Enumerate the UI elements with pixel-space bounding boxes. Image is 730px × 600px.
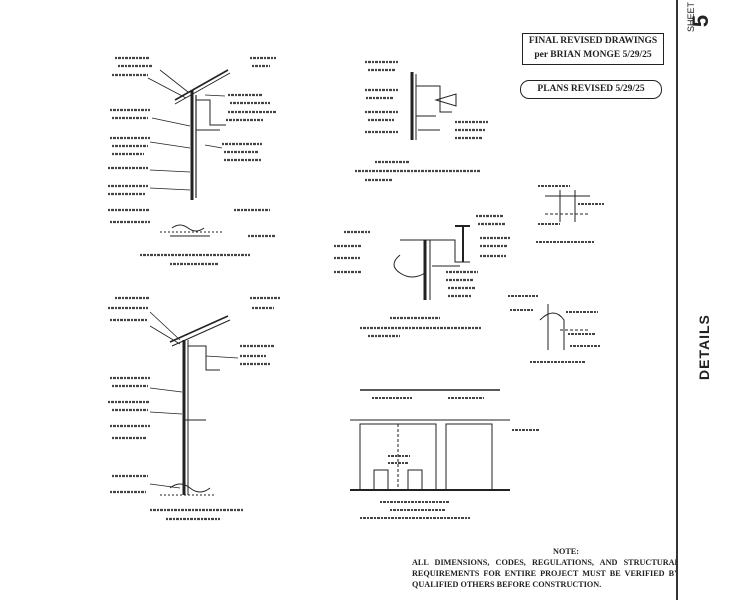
detail-right-small-text-marks <box>536 185 604 243</box>
detail-lower-middle-text-marks <box>360 397 540 519</box>
note-title: NOTE: <box>553 547 579 556</box>
detail-upper-middle-text-marks <box>355 60 488 182</box>
note-body: ALL DIMENSIONS, CODES, REGULATIONS, AND … <box>412 558 680 589</box>
plans-revised-stamp: PLANS REVISED 5/29/25 <box>520 80 662 99</box>
final-revised-stamp: FINAL REVISED DRAWINGS per BRIAN MONGE 5… <box>522 33 664 65</box>
general-note: NOTE: ALL DIMENSIONS, CODES, REGULATIONS… <box>412 546 680 590</box>
detail-right-small <box>545 190 590 222</box>
detail-upper-left <box>160 69 231 237</box>
detail-upper-left-labels <box>147 69 226 191</box>
sheet-number: 5 <box>688 14 714 28</box>
detail-right-lower <box>539 304 590 350</box>
detail-lower-middle-elevation <box>350 389 510 491</box>
detail-upper-middle <box>410 72 457 140</box>
detail-lower-left <box>160 315 231 496</box>
detail-lower-left-labels <box>149 311 239 489</box>
final-revised-line1: FINAL REVISED DRAWINGS <box>528 36 658 46</box>
detail-middle-text-marks <box>334 214 510 338</box>
detail-upper-left-text-marks <box>108 56 276 266</box>
detail-middle <box>393 225 470 300</box>
final-revised-line2: per BRIAN MONGE 5/29/25 <box>534 50 652 60</box>
detail-right-lower-text-marks <box>508 295 600 363</box>
drawing-title: DETAILS <box>696 314 712 380</box>
title-block: SHEET DETAILS <box>676 0 730 600</box>
detail-lower-left-text-marks <box>108 296 280 521</box>
